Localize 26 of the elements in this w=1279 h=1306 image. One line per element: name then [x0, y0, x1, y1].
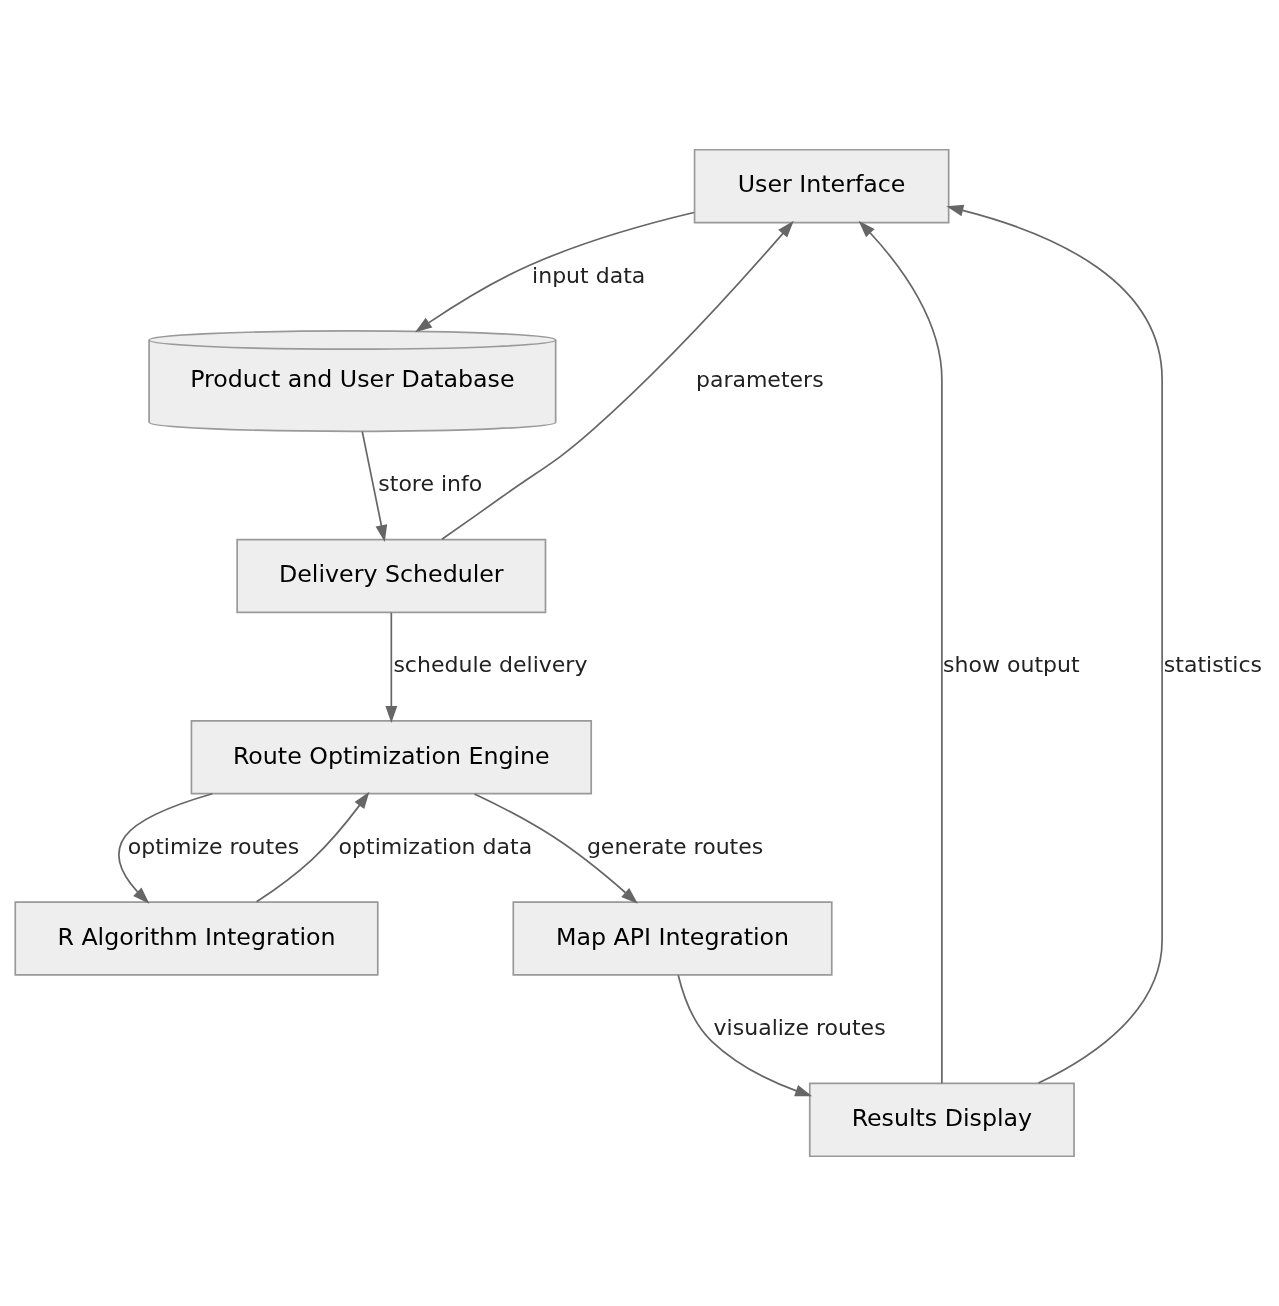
edge-label: optimize routes [127, 833, 300, 859]
edge-label: input data [532, 262, 646, 288]
edge-label: visualize routes [713, 1014, 886, 1040]
arrow [441, 220, 794, 541]
edge-label: generate routes [586, 833, 764, 859]
edge-label: schedule delivery [393, 652, 588, 678]
arrow [361, 430, 388, 542]
edge-label: show output [943, 652, 1080, 678]
arrow [858, 220, 943, 1085]
edge-label: optimization data [338, 833, 533, 859]
arrow [255, 791, 370, 903]
node-box: User Interface [693, 148, 950, 224]
node-box: Delivery Scheduler [236, 538, 547, 614]
node-box: Route Optimization Engine [190, 720, 593, 795]
arrow [118, 792, 214, 904]
edge-label: parameters [695, 366, 824, 392]
arrow [385, 612, 398, 724]
arrow [946, 204, 1163, 1084]
node-box: Results Display [808, 1082, 1075, 1158]
arrow [473, 793, 638, 904]
node-box: R Algorithm Integration [14, 901, 379, 976]
edge-label: store info [378, 471, 483, 497]
arrow [415, 211, 695, 333]
edge-label: statistics [1163, 652, 1262, 678]
arrow [677, 974, 813, 1097]
node-box: Map API Integration [512, 901, 833, 976]
